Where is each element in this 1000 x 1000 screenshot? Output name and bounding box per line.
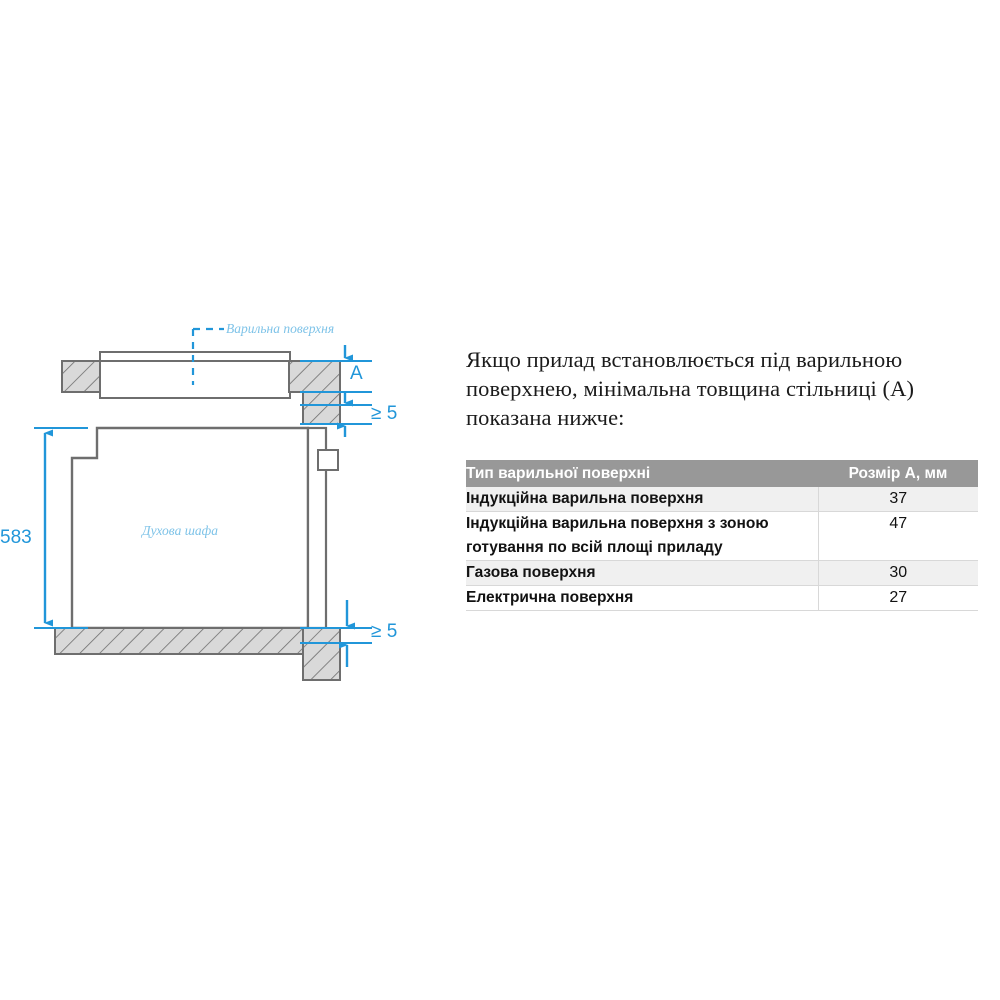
dimension-gap-top: ≥ 5 (300, 392, 397, 437)
table-row: Індукційна варильна поверхня з зоною гот… (466, 511, 978, 561)
technical-drawing-panel: Варильна поверхня Духова шафа 583 (0, 0, 450, 1000)
cabinet-wall-upper (302, 391, 341, 425)
installation-diagram-svg: Варильна поверхня Духова шафа 583 (0, 321, 397, 681)
cooktop-trim-plate (99, 351, 291, 362)
oven-door-latch (317, 449, 339, 471)
dim-A-label: A (350, 363, 363, 384)
cell-size-value: 30 (817, 560, 978, 586)
column-header-type: Тип варильної поверхні (466, 460, 818, 487)
bottom-shelf (54, 627, 304, 655)
worktop-slab-left (61, 360, 102, 393)
table-row: Індукційна варильна поверхня 37 (466, 487, 978, 512)
column-header-size: Розмір A, мм (818, 460, 978, 487)
cooktop-body (99, 360, 291, 399)
oven-label: Духова шафа (140, 523, 218, 538)
table-header-row: Тип варильної поверхні Розмір A, мм (466, 460, 978, 487)
gap-top-label: ≥ 5 (371, 403, 397, 424)
cell-cooktop-type: Індукційна варильна поверхня з зоною гот… (466, 511, 818, 561)
intro-paragraph: Якщо прилад встановлюється під варильною… (466, 347, 915, 430)
oven-assembly (70, 426, 339, 630)
dimension-583: 583 (0, 427, 88, 629)
cell-size-value: 37 (817, 487, 978, 512)
dim-583-label: 583 (0, 527, 32, 548)
info-panel: Якщо прилад встановлюється під варильною… (466, 345, 978, 611)
table-body: Індукційна варильна поверхня 37 Індукцій… (466, 487, 978, 611)
cell-cooktop-type: Електрична поверхня (466, 585, 818, 611)
table-row: Газова поверхня 30 (466, 560, 978, 586)
cell-cooktop-type: Газова поверхня (466, 560, 818, 586)
table-row: Електрична поверхня 27 (466, 585, 978, 611)
cooktop-label: Варильна поверхня (226, 321, 334, 336)
gap-bottom-label: ≥ 5 (371, 621, 397, 642)
worktop-thickness-table: Тип варильної поверхні Розмір A, мм Інду… (466, 460, 978, 611)
cell-size-value: 27 (817, 585, 978, 611)
cabinet-wall-lower (302, 627, 341, 681)
dimension-gap-bottom: ≥ 5 (300, 600, 397, 667)
cell-cooktop-type: Індукційна варильна поверхня (466, 487, 818, 512)
cell-size-value: 47 (817, 511, 978, 561)
worktop-slab-right (288, 360, 341, 393)
dimension-A: A (300, 345, 372, 393)
bottom-shelf-assembly (54, 627, 341, 681)
cooktop-assembly (61, 327, 341, 425)
